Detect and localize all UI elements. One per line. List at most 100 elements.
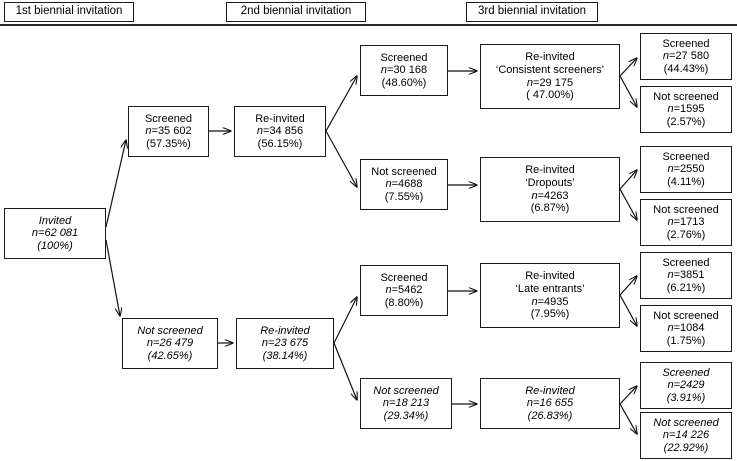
node-line: ‘Consistent screeners’	[495, 63, 605, 76]
node-line: n=16 655	[526, 397, 574, 410]
node-line: Not screened	[653, 309, 719, 322]
node-line: (3.91%)	[666, 391, 706, 404]
edge-late-to-out5	[619, 276, 637, 296]
node-line: n=18 213	[382, 397, 430, 410]
node-line: Screened	[380, 271, 428, 284]
node-line: n=4935	[531, 295, 569, 308]
stage-header-label: 2nd biennial invitation	[240, 5, 352, 18]
node-line: n=27 580	[662, 50, 710, 63]
node-line: Re-invited	[525, 51, 575, 64]
node-line: (29.34%)	[383, 409, 429, 422]
node-line: (4.11%)	[667, 175, 705, 188]
edge-late-to-out6	[619, 294, 637, 326]
node-line: (1.75%)	[666, 334, 706, 347]
edge-reinvited1a-to-screened2a	[325, 76, 357, 132]
node-line: Re-invited	[525, 164, 575, 177]
node-line: n=35 602	[145, 125, 192, 138]
stage-header-2: 2nd biennial invitation	[226, 2, 366, 22]
node-line: (56.15%)	[257, 137, 303, 150]
node-line: (6.21%)	[666, 281, 706, 294]
node-line: (48.60%)	[381, 76, 427, 89]
node-reinvited-dropouts[interactable]: Re-invited‘Dropouts’n=4263(6.87%)	[480, 157, 620, 222]
node-line: ‘Late entrants’	[515, 282, 585, 295]
stage-header-1: 1st biennial invitation	[4, 2, 134, 22]
node-line: Screened	[662, 256, 710, 269]
node-line: n=1595	[667, 103, 705, 116]
node-line: (38.14%)	[262, 349, 308, 362]
node-reinvited-consistent-screeners[interactable]: Re-invited‘Consistent screeners’n=29 175…	[480, 44, 620, 109]
node-line: Not screened	[653, 416, 719, 429]
node-line: ‘Dropouts’	[525, 176, 575, 189]
edge-dropouts-to-out4	[619, 188, 637, 220]
node-line: n=4688	[385, 178, 423, 191]
node-line: (26.83%)	[527, 409, 573, 422]
edge-invited-to-screened1	[105, 140, 126, 228]
node-line: Re-invited	[525, 384, 575, 397]
stage-header-label: 1st biennial invitation	[15, 5, 123, 18]
edge-reinvited3d-to-out7	[619, 386, 637, 405]
node-line: (2.57%)	[666, 115, 706, 128]
node-line: n=1713	[667, 216, 705, 229]
node-line: (57.35%)	[146, 137, 191, 150]
node-line: n=34 856	[256, 125, 304, 138]
node-line: n=14 226	[662, 429, 710, 442]
node-line: n=2550	[667, 163, 705, 176]
edge-invited-to-notscreened1	[105, 239, 120, 316]
node-line: n=26 479	[146, 337, 194, 350]
node-line: (7.95%)	[530, 308, 570, 321]
node-line: n=4263	[531, 189, 569, 202]
node-line: n=3851	[667, 269, 705, 282]
node-line: Not screened	[137, 324, 203, 337]
node-line: Re-invited	[260, 324, 310, 337]
edge-reinvited3d-to-out8	[619, 403, 637, 434]
node-reinvited-late-entrants[interactable]: Re-invited‘Late entrants’n=4935(7.95%)	[480, 263, 620, 328]
node-line: n=62 081	[31, 227, 79, 240]
node-line: (22.92%)	[663, 441, 709, 454]
edge-dropouts-to-out3	[619, 170, 637, 190]
node-line: Screened	[662, 150, 710, 163]
node-line: Screened	[380, 51, 428, 64]
node-line: (42.65%)	[147, 349, 193, 362]
node-line: n=23 675	[261, 337, 309, 350]
node-line: Screened	[144, 112, 193, 125]
node-line: n=1084	[667, 322, 705, 335]
edge-reinvited1b-to-notscreened2b	[333, 342, 357, 400]
node-line: (2.76%)	[666, 228, 706, 241]
node-line: (6.87%)	[530, 202, 570, 215]
node-line: n=29 175	[526, 76, 574, 89]
node-line: Screened	[662, 37, 710, 50]
node-line: n=30 168	[380, 64, 428, 77]
edge-consistent-to-out2	[619, 75, 637, 107]
node-line: (100%)	[37, 239, 73, 252]
edge-reinvited1b-to-screened2b	[333, 297, 357, 344]
node-line: (44.43%)	[663, 62, 709, 75]
node-line: Not screened	[373, 384, 439, 397]
edge-reinvited1a-to-notscreened2a	[325, 130, 357, 187]
node-line: (7.55%)	[384, 190, 424, 203]
node-line: n=5462	[385, 284, 423, 297]
node-line: Screened	[662, 366, 710, 379]
node-line: Not screened	[371, 165, 437, 178]
node-line: (8.80%)	[384, 296, 424, 309]
node-line: n=2429	[667, 379, 705, 392]
stage-header-3: 3rd biennial invitation	[466, 2, 598, 22]
